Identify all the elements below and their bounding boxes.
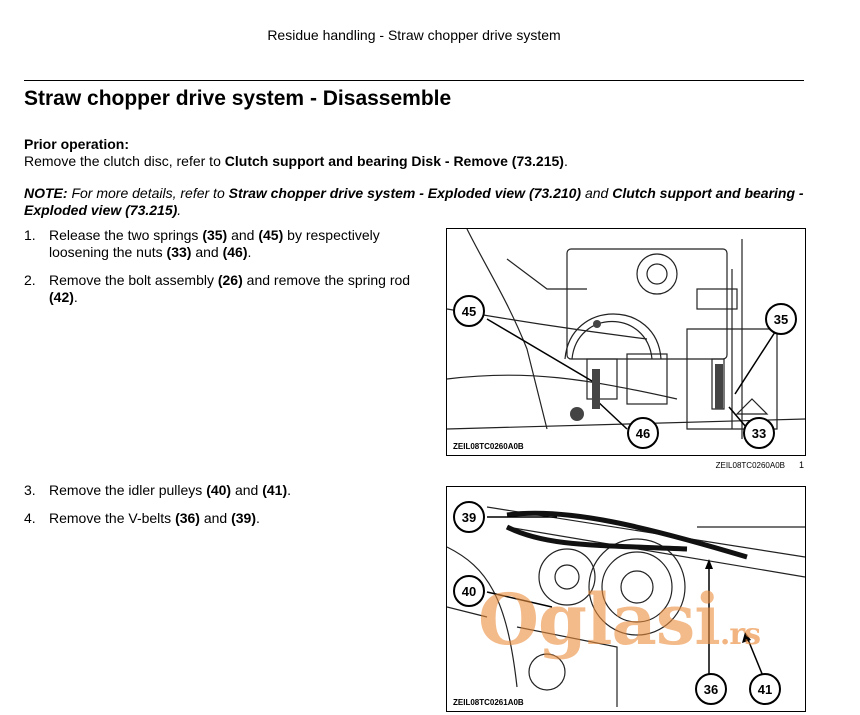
step-text: and remove the spring rod bbox=[242, 272, 411, 288]
note-paragraph: NOTE: For more details, refer to Straw c… bbox=[24, 185, 814, 219]
figure-1-number: 1 bbox=[798, 460, 804, 470]
note-text-2: and bbox=[581, 185, 613, 201]
callout-33: 33 bbox=[743, 417, 775, 449]
prior-text-before: Remove the clutch disc, refer to bbox=[24, 153, 225, 169]
step-text: Remove the bolt assembly bbox=[49, 272, 218, 288]
figure-2-drawing bbox=[447, 506, 805, 707]
ref-42: (42) bbox=[49, 289, 74, 305]
watermark-logo: Oglasi.rs bbox=[478, 585, 761, 655]
running-header: Residue handling - Straw chopper drive s… bbox=[267, 27, 561, 43]
figure-1-caption: ZEIL08TC0260A0B 1 bbox=[690, 460, 804, 470]
note-link-1[interactable]: Straw chopper drive system - Exploded vi… bbox=[228, 185, 582, 201]
ref-35: (35) bbox=[202, 227, 228, 243]
header-rule bbox=[24, 80, 804, 81]
prior-text-after: . bbox=[563, 153, 568, 169]
callout-36: 36 bbox=[695, 673, 727, 705]
step-1: 1.Release the two springs (35) and (45) … bbox=[24, 227, 420, 261]
figure-2-illustration: 39 40 36 41 ZEIL08TC0261A0B bbox=[446, 486, 806, 712]
step-text: and bbox=[227, 227, 259, 243]
step-text: Release the two springs bbox=[49, 227, 203, 243]
step-text: . bbox=[247, 244, 252, 260]
step-text: . bbox=[287, 482, 292, 498]
step-text: Remove the idler pulleys bbox=[49, 482, 207, 498]
steps-list-1: 1.Release the two springs (35) and (45) … bbox=[24, 227, 420, 317]
step-2: 2. Remove the bolt assembly (26) and remo… bbox=[24, 272, 420, 306]
note-link-2[interactable]: Clutch support and bearing - Exploded vi… bbox=[24, 185, 804, 218]
note-text-1: For more details, refer to bbox=[67, 185, 229, 201]
watermark-main: Oglasi bbox=[478, 578, 721, 661]
ref-46: (46) bbox=[222, 244, 248, 260]
figure-2-code: ZEIL08TC0261A0B bbox=[453, 698, 524, 707]
callout-41: 41 bbox=[749, 673, 781, 705]
figure-1-drawing bbox=[447, 229, 805, 439]
figure-1-code: ZEIL08TC0260A0B bbox=[453, 442, 524, 451]
figure-1-caption-code: ZEIL08TC0260A0B bbox=[715, 461, 785, 470]
ref-36: (36) bbox=[175, 510, 200, 526]
step-number: 2. bbox=[24, 272, 36, 288]
prior-link[interactable]: Clutch support and bearing Disk - Remove… bbox=[224, 153, 564, 169]
ref-26: (26) bbox=[217, 272, 243, 288]
step-text: and bbox=[231, 482, 263, 498]
prior-operation: Prior operation: Remove the clutch disc,… bbox=[24, 136, 568, 170]
step-number: 3. bbox=[24, 482, 36, 498]
callout-46: 46 bbox=[627, 417, 659, 449]
callout-39: 39 bbox=[453, 501, 485, 533]
step-3: 3. Remove the idler pulleys (40) and (41)… bbox=[24, 482, 420, 499]
callout-35: 35 bbox=[765, 303, 797, 335]
step-text: and bbox=[199, 510, 232, 526]
steps-list-2: 3. Remove the idler pulleys (40) and (41)… bbox=[24, 482, 420, 538]
prior-operation-text: Remove the clutch disc, refer to Clutch … bbox=[24, 153, 568, 170]
figure-1-illustration: 45 35 46 33 ZEIL08TC0260A0B bbox=[446, 228, 806, 456]
callout-40: 40 bbox=[453, 575, 485, 607]
step-text: by respectively loosening the nuts bbox=[49, 227, 380, 260]
watermark-suffix: .rs bbox=[719, 617, 761, 652]
ref-45: (45) bbox=[258, 227, 284, 243]
step-text: Remove the V-belts bbox=[49, 510, 176, 526]
note-label: NOTE: bbox=[24, 185, 68, 201]
ref-39: (39) bbox=[231, 510, 257, 526]
step-number: 1. bbox=[24, 227, 36, 243]
ref-41: (41) bbox=[262, 482, 288, 498]
note-text-3: . bbox=[177, 202, 182, 218]
step-4: 4. Remove the V-belts (36) and (39). bbox=[24, 510, 420, 527]
page-title: Straw chopper drive system - Disassemble bbox=[24, 87, 452, 110]
ref-40: (40) bbox=[206, 482, 232, 498]
prior-operation-label: Prior operation: bbox=[24, 136, 130, 152]
step-text: and bbox=[191, 244, 223, 260]
step-text: . bbox=[256, 510, 260, 526]
step-number: 4. bbox=[24, 510, 36, 526]
callout-45: 45 bbox=[453, 295, 485, 327]
step-text: . bbox=[73, 289, 78, 305]
ref-33: (33) bbox=[166, 244, 192, 260]
